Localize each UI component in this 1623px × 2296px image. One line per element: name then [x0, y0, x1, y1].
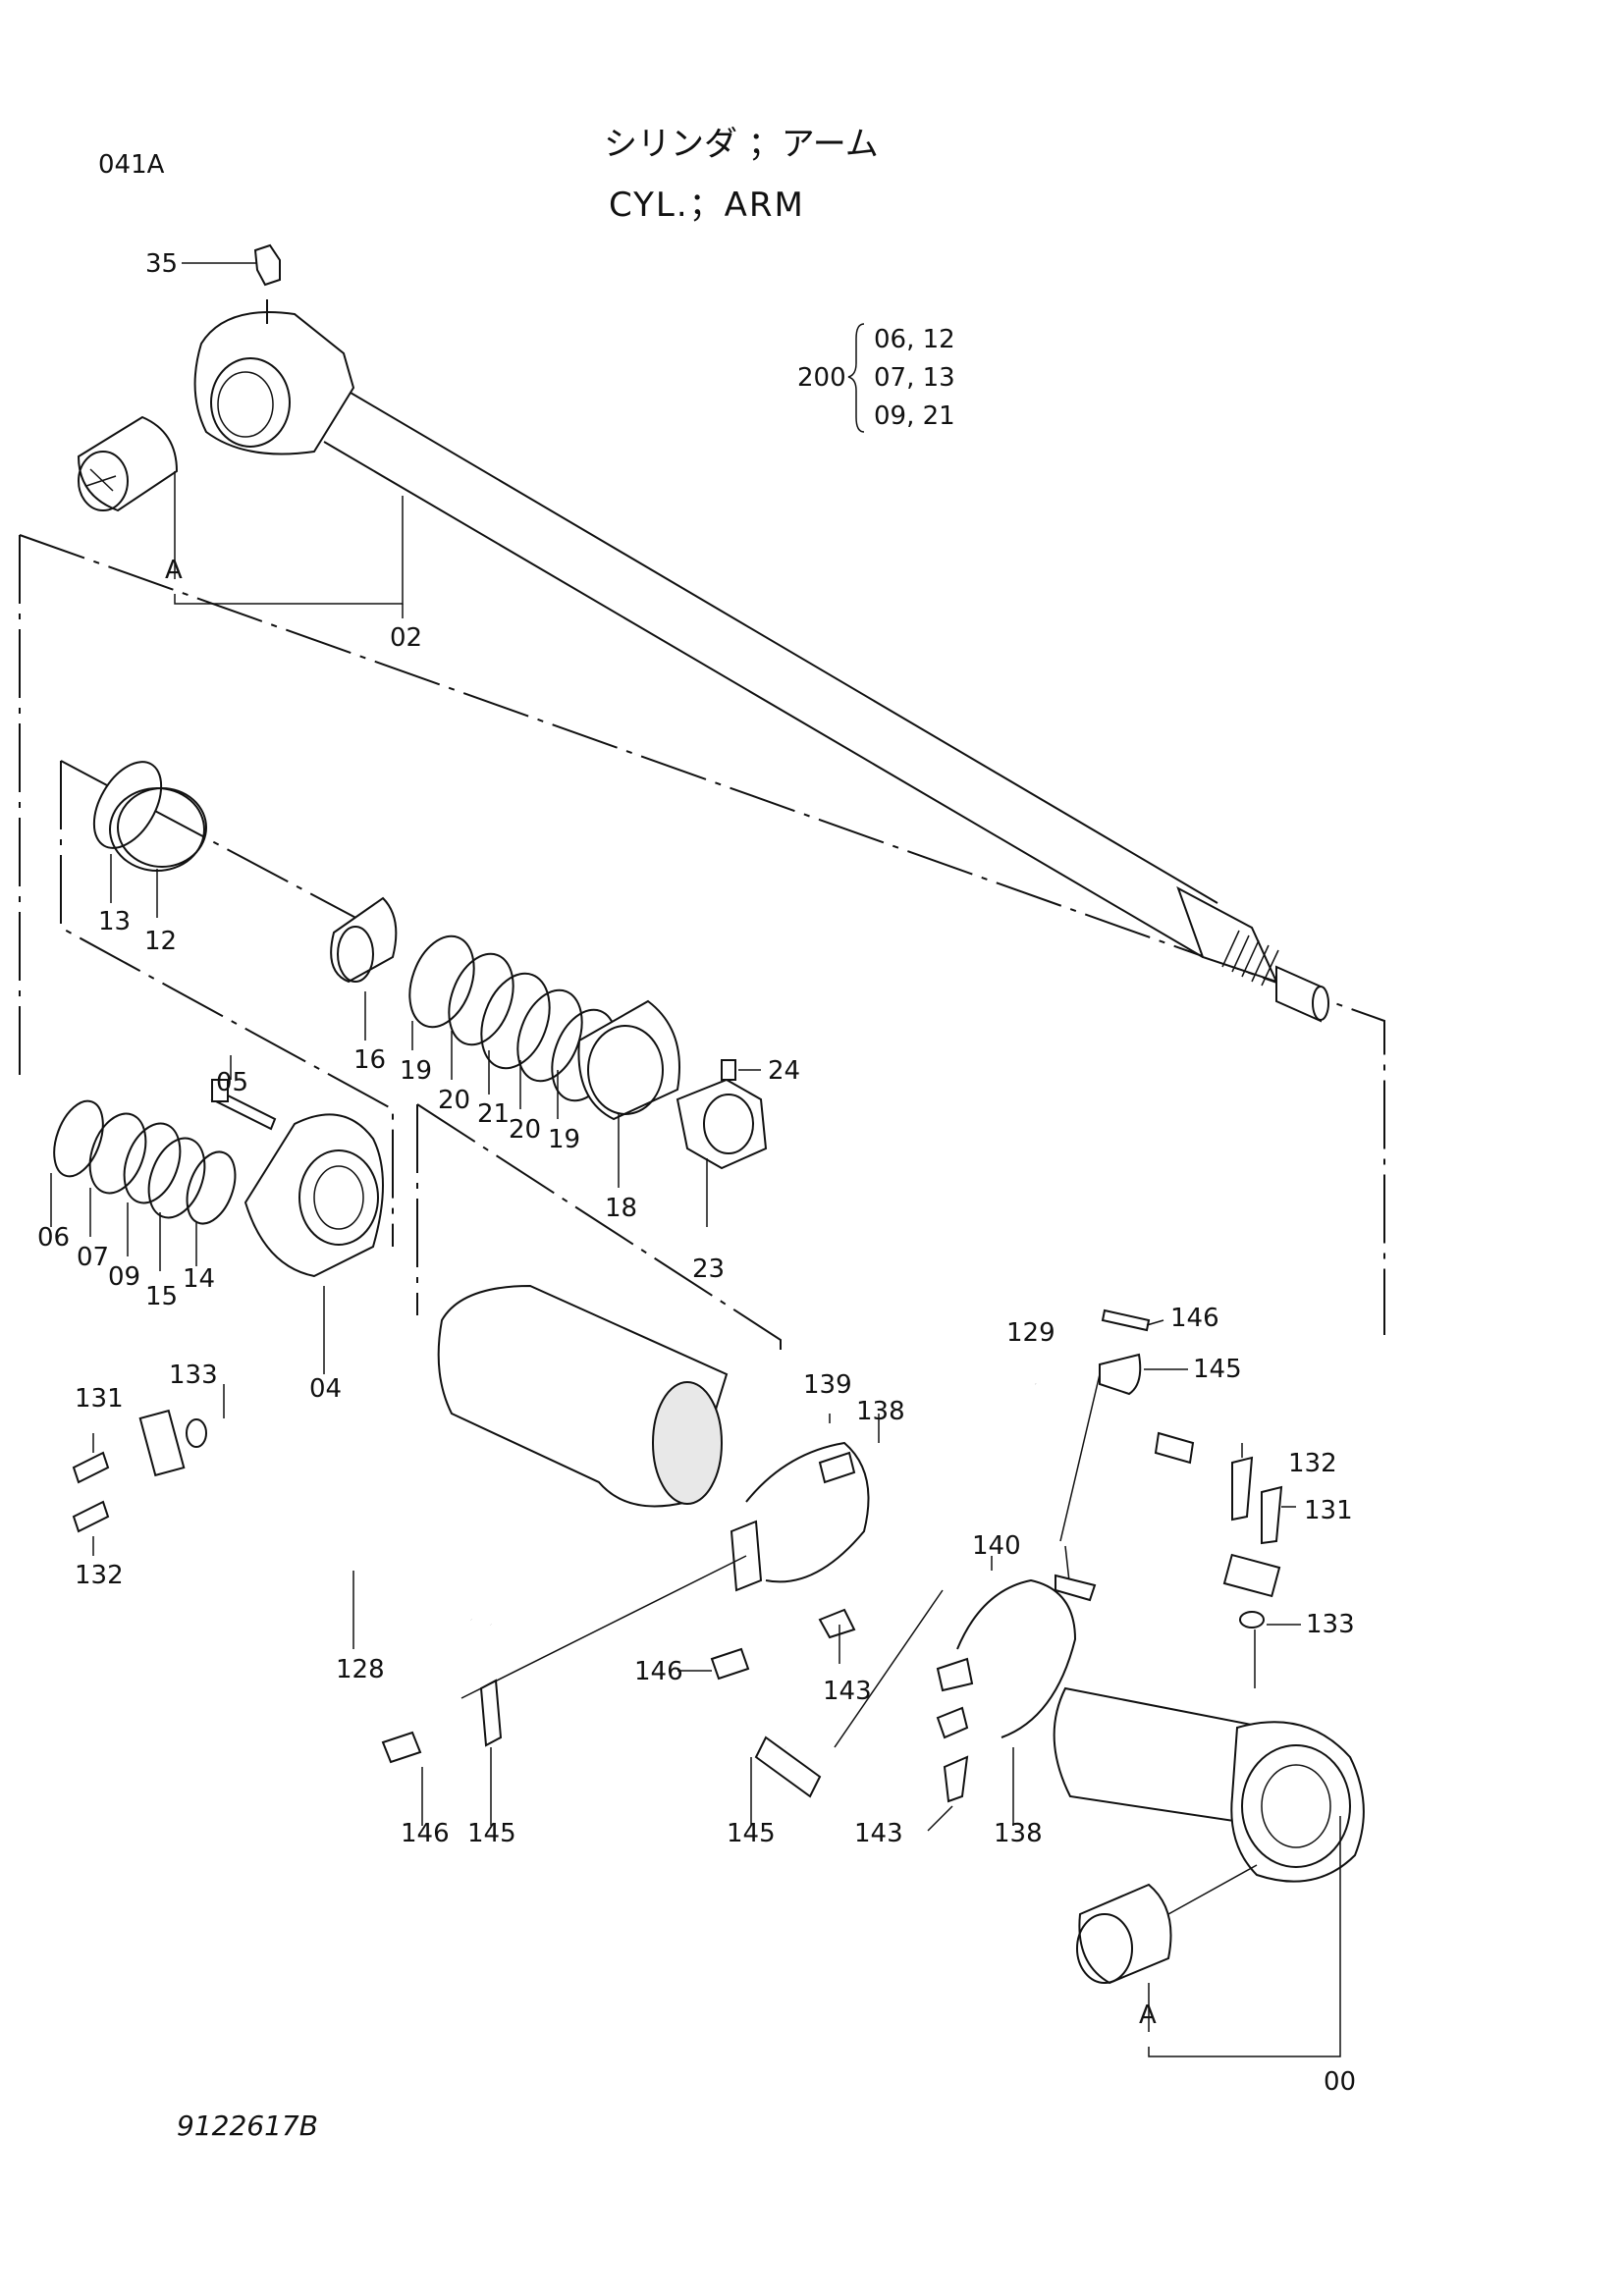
callout-13: 13 — [98, 907, 132, 936]
callout-133-right: 133 — [1306, 1610, 1355, 1639]
callout-131-left: 131 — [75, 1384, 124, 1414]
hose-128 — [72, 1384, 822, 1798]
callout-02: 02 — [390, 623, 423, 653]
callout-20-a: 20 — [438, 1086, 471, 1115]
callout-138-bottom: 138 — [994, 1819, 1043, 1848]
callout-05: 05 — [216, 1068, 249, 1097]
callout-12: 12 — [144, 927, 178, 956]
callout-15: 15 — [145, 1282, 179, 1311]
title-english: CYL.；ARM — [609, 186, 805, 225]
title-japanese: シリンダ ；アーム — [604, 125, 879, 164]
callout-21: 21 — [477, 1099, 511, 1129]
callout-133-left: 133 — [169, 1361, 218, 1390]
callout-19-b: 19 — [548, 1125, 581, 1154]
piston-seals — [330, 896, 768, 1227]
callout-09: 09 — [108, 1262, 141, 1292]
kit-row-3: 09, 21 — [874, 401, 955, 431]
callout-132-right: 132 — [1288, 1449, 1337, 1478]
kit-row-1: 06, 12 — [874, 325, 955, 354]
callout-138-top: 138 — [856, 1397, 905, 1426]
kit-row-2: 07, 13 — [874, 363, 955, 393]
callout-145-bottom-mid: 145 — [727, 1819, 776, 1848]
callout-146-bottom: 146 — [401, 1819, 450, 1848]
callout-00: 00 — [1324, 2067, 1357, 2097]
callout-143-left: 143 — [823, 1677, 872, 1706]
frame-lines — [19, 534, 1385, 1350]
clamps-left — [381, 1414, 880, 1826]
callout-23: 23 — [692, 1255, 726, 1284]
figure-code: 041A — [98, 150, 165, 180]
document-number: 9122617B — [177, 2109, 318, 2142]
callout-18: 18 — [605, 1194, 638, 1223]
callout-A-bottom: A — [1139, 2001, 1157, 2030]
callout-16: 16 — [353, 1045, 387, 1075]
callout-146-right: 146 — [1170, 1304, 1219, 1333]
callout-146-mid: 146 — [634, 1657, 683, 1686]
callout-143-right: 143 — [854, 1819, 903, 1848]
kit-number: 200 — [797, 363, 846, 393]
callout-129: 129 — [1006, 1318, 1055, 1348]
callout-07: 07 — [77, 1243, 110, 1272]
callout-24: 24 — [768, 1056, 801, 1086]
callout-35: 35 — [145, 249, 179, 279]
callout-145-bottom-left: 145 — [467, 1819, 516, 1848]
callout-19-a: 19 — [400, 1056, 433, 1086]
callout-04: 04 — [309, 1374, 343, 1404]
callout-128: 128 — [336, 1655, 385, 1684]
leader-lines-top — [174, 262, 404, 618]
callout-06: 06 — [37, 1223, 71, 1253]
callout-132-left: 132 — [75, 1561, 124, 1590]
cylinder-tube — [437, 1284, 1365, 2057]
piston-rod — [77, 243, 1329, 1023]
callout-20-b: 20 — [509, 1115, 542, 1145]
callout-131-right: 131 — [1304, 1496, 1353, 1525]
callout-A-top: A — [165, 556, 183, 585]
hose-129 — [834, 1308, 1301, 1832]
head-assembly — [50, 1055, 384, 1374]
callout-140: 140 — [972, 1531, 1021, 1561]
callout-14: 14 — [183, 1264, 216, 1294]
callout-139: 139 — [803, 1370, 852, 1400]
callout-145-right: 145 — [1193, 1355, 1242, 1384]
rings-13-12 — [92, 761, 207, 918]
kit-bracket — [847, 323, 865, 433]
